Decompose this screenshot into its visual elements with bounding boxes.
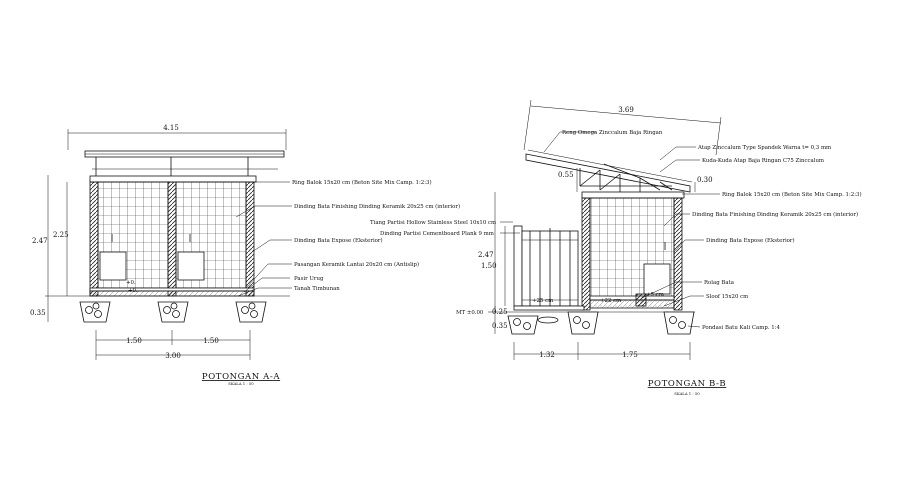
- section-a-labels: 4.15 2.47 2.25 0.35 1.50 1.50 3.00 +0. +…: [30, 124, 460, 386]
- dim-b-floor-gap-3: +5 cm: [646, 292, 664, 298]
- dim-b-floor-gap-1: +25 cm: [532, 298, 553, 304]
- dim-b-span-right: 1.75: [622, 351, 638, 359]
- label-a-dinding-keramik: Dinding Bata Finishing Dinding Keramik 2…: [294, 203, 460, 210]
- dim-a-floor-gap-1: +0.: [126, 280, 136, 286]
- label-b-atap-zinccalum: Atap Zinccalum Type Spandek Warna t= 0,3…: [697, 145, 831, 151]
- section-b-scale: SKALA 1 : 50: [674, 391, 700, 396]
- label-b-dinding-partisi: Dinding Partisi Cementboard Plank 9 mm: [380, 231, 494, 237]
- dim-b-span-left: 1.32: [539, 351, 555, 359]
- dim-a-height-total: 2.47: [32, 237, 48, 245]
- label-b-dinding-keramik: Dinding Bata Finishing Dinding Keramik 2…: [692, 211, 858, 218]
- section-b-title: POTONGAN B-B: [648, 379, 727, 389]
- label-b-kuda-kuda: Kuda-Kuda Atap Baja Ringan C75 Zinccalum: [702, 158, 824, 164]
- dim-a-span-total: 3.00: [165, 352, 181, 360]
- label-b-dinding-expose: Dinding Bata Expose (Eksterior): [706, 237, 795, 244]
- section-a-scale: SKALA 1 : 50: [228, 381, 254, 386]
- dim-b-top-width: 3.69: [618, 106, 634, 114]
- label-b-reng-omega: Reng Omega Zinccalum Baja Ringan: [562, 130, 663, 136]
- dim-b-floor-gap-2: +22 cm: [600, 298, 621, 304]
- dim-a-floor-gap-2: +0.: [128, 288, 138, 294]
- section-b-labels: 3.69 0.55 0.30 2.47 1.50 MT ±0.00 0.25 0…: [370, 106, 862, 396]
- section-b-drawing: [488, 99, 722, 360]
- dim-b-foundation: 0.35: [492, 322, 508, 330]
- label-a-pasir-urug: Pasir Urug: [294, 276, 324, 282]
- dim-b-height-total: 2.47: [478, 251, 494, 259]
- label-b-sloof: Sloof 15x20 cm: [706, 294, 748, 300]
- label-b-ring-balok: Ring Balok 15x20 cm (Beton Site Mix Camp…: [722, 191, 862, 198]
- dim-b-roof-height: 0.55: [558, 171, 574, 179]
- label-b-rolag-bata: Rolag Bata: [704, 280, 735, 286]
- dim-b-floor-level: MT ±0.00: [456, 310, 484, 316]
- section-a-drawing: [45, 129, 292, 360]
- label-b-pondasi: Pondasi Batu Kali Camp. 1:4: [702, 325, 780, 331]
- label-b-tiang-partisi: Tiang Partisi Hollow Stainless Steel 10x…: [370, 220, 496, 226]
- label-a-keramik-lantai: Pasangan Keramik Lantai 20x20 cm (Antisl…: [294, 261, 419, 268]
- label-a-dinding-expose: Dinding Bata Expose (Eksterior): [294, 237, 383, 244]
- dim-a-height-wall: 2.25: [53, 231, 69, 239]
- dim-b-roof-height-right: 0.30: [697, 176, 713, 184]
- dim-b-step: 0.25: [492, 308, 508, 316]
- dim-b-partition-height: 1.50: [481, 262, 497, 270]
- dim-a-span-left: 1.50: [126, 337, 142, 345]
- dim-a-top-width: 4.15: [163, 124, 179, 132]
- label-a-ring-balok: Ring Balok 15x20 cm (Beton Site Mix Camp…: [292, 179, 432, 186]
- label-a-tanah-timbunan: Tanah Timbunan: [294, 286, 340, 292]
- section-a-title: POTONGAN A-A: [202, 372, 280, 382]
- dim-a-span-right: 1.50: [203, 337, 219, 345]
- dim-a-foundation: 0.35: [30, 309, 46, 317]
